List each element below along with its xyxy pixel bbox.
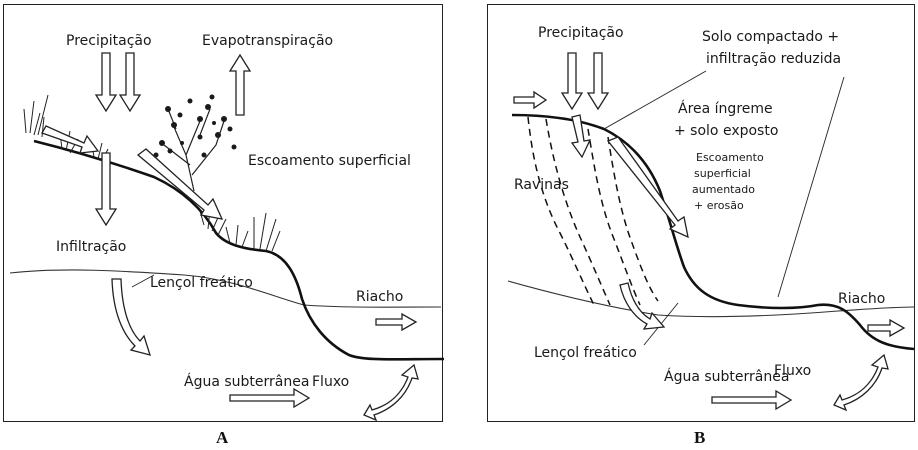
recharge-arrow xyxy=(619,282,666,330)
steep-label-line2: + solo exposto xyxy=(674,123,778,139)
gullies-label: Ravinas xyxy=(514,177,569,193)
water-table-line xyxy=(507,280,915,318)
precipitation-arrow-2 xyxy=(118,52,142,113)
runoff-arrow-small xyxy=(41,125,100,154)
precipitation-label: Precipitação xyxy=(538,25,624,41)
evapotranspiration-label: Evapotranspiração xyxy=(202,33,333,49)
evapotranspiration-arrow xyxy=(228,53,252,116)
compacted-label-line1: Solo compactado + xyxy=(702,29,839,45)
shrub-foliage xyxy=(153,94,237,158)
panel-b-diagram: Precipitação Solo compactado + infiltraç… xyxy=(507,25,915,412)
panel-b-caption: B xyxy=(694,428,706,447)
runoff-arrow-slope xyxy=(136,148,224,220)
water-table-leader xyxy=(131,274,155,288)
precipitation-arrow-1 xyxy=(94,52,118,113)
gullies-dashed-lines xyxy=(527,116,659,306)
infiltration-label: Infiltração xyxy=(56,239,126,255)
stream-label: Riacho xyxy=(838,291,885,307)
groundwater-arrow xyxy=(711,389,793,411)
flow-double-arrow xyxy=(363,363,419,422)
stream-flow-arrow xyxy=(375,312,418,332)
ground-surface xyxy=(33,139,444,361)
water-table-label: Lençol freático xyxy=(150,275,253,291)
runoff-label-line1: Escoamento xyxy=(696,151,764,164)
infiltration-arrow xyxy=(570,114,592,159)
shrub xyxy=(163,108,225,192)
groundwater-label: Água subterrânea xyxy=(664,368,789,385)
runoff-arrow-slope xyxy=(606,136,689,239)
groundwater-arrow xyxy=(229,387,311,409)
groundwater-label: Água subterrânea xyxy=(184,373,309,390)
stream-label: Riacho xyxy=(356,289,403,305)
runoff-arrow-small xyxy=(513,90,548,110)
runoff-label-line3: aumentado xyxy=(692,183,755,196)
flow-label: Fluxo xyxy=(774,363,811,379)
panel-a: Precipitação Evapotranspiração Escoament… xyxy=(3,4,444,422)
flow-double-arrow xyxy=(833,353,889,412)
panel-a-diagram: Precipitação Evapotranspiração Escoament… xyxy=(9,33,444,422)
steep-label-line1: Área íngreme xyxy=(678,100,773,117)
stream-flow-arrow xyxy=(867,318,906,338)
runoff-label: Escoamento superficial xyxy=(248,153,411,169)
flow-label: Fluxo xyxy=(312,374,349,390)
runoff-label-line2: superficial xyxy=(694,167,751,180)
precipitation-arrow-1 xyxy=(560,52,584,111)
compacted-label-line2: infiltração reduzida xyxy=(706,51,841,67)
recharge-arrow xyxy=(111,278,151,356)
precipitation-arrow-2 xyxy=(586,52,610,111)
runoff-label-line4: + erosão xyxy=(694,199,744,212)
water-table-line xyxy=(9,269,442,308)
water-table-label: Lençol freático xyxy=(534,345,637,361)
panel-a-caption: A xyxy=(216,428,229,447)
grass-tufts xyxy=(23,94,281,252)
panel-b: Precipitação Solo compactado + infiltraç… xyxy=(487,4,915,422)
precipitation-label: Precipitação xyxy=(66,33,152,49)
infiltration-arrow xyxy=(94,152,118,227)
